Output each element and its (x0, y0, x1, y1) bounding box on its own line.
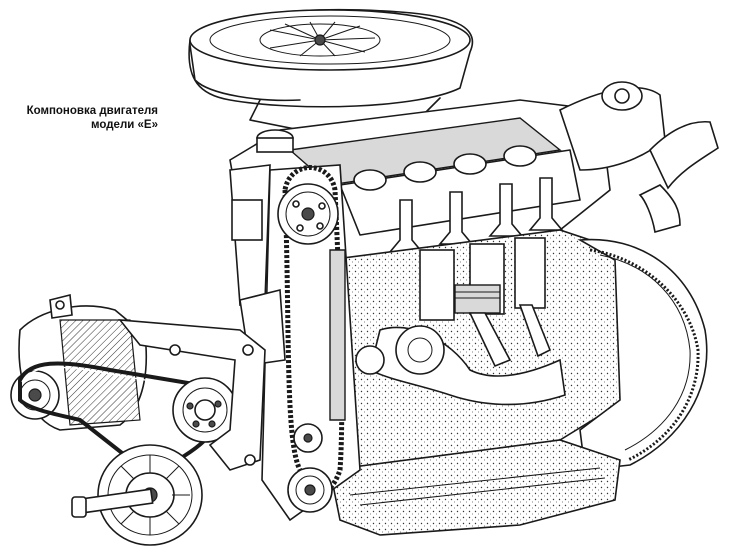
accessory-bracket (118, 319, 266, 471)
alternator (10, 293, 148, 431)
camshaft-lobes (353, 145, 537, 191)
camshaft-sprocket (277, 183, 339, 245)
water-pump-pulley (172, 377, 238, 443)
crank-sprocket (287, 467, 333, 513)
intake-manifold (559, 81, 719, 234)
crankshaft-pulley (71, 444, 203, 546)
oil-pan (329, 439, 621, 536)
piston (454, 284, 501, 314)
figure-caption: Компоновка двигателя модели «Е» (8, 104, 158, 132)
timing-chain (282, 165, 345, 495)
intermediate-sprocket (293, 423, 323, 453)
timing-chain-assembly (261, 164, 361, 522)
connecting-rod (468, 312, 512, 368)
caption-line-2: модели «Е» (91, 119, 158, 131)
caption-line-1: Компоновка двигателя (26, 105, 158, 117)
flywheel-housing (577, 238, 708, 471)
